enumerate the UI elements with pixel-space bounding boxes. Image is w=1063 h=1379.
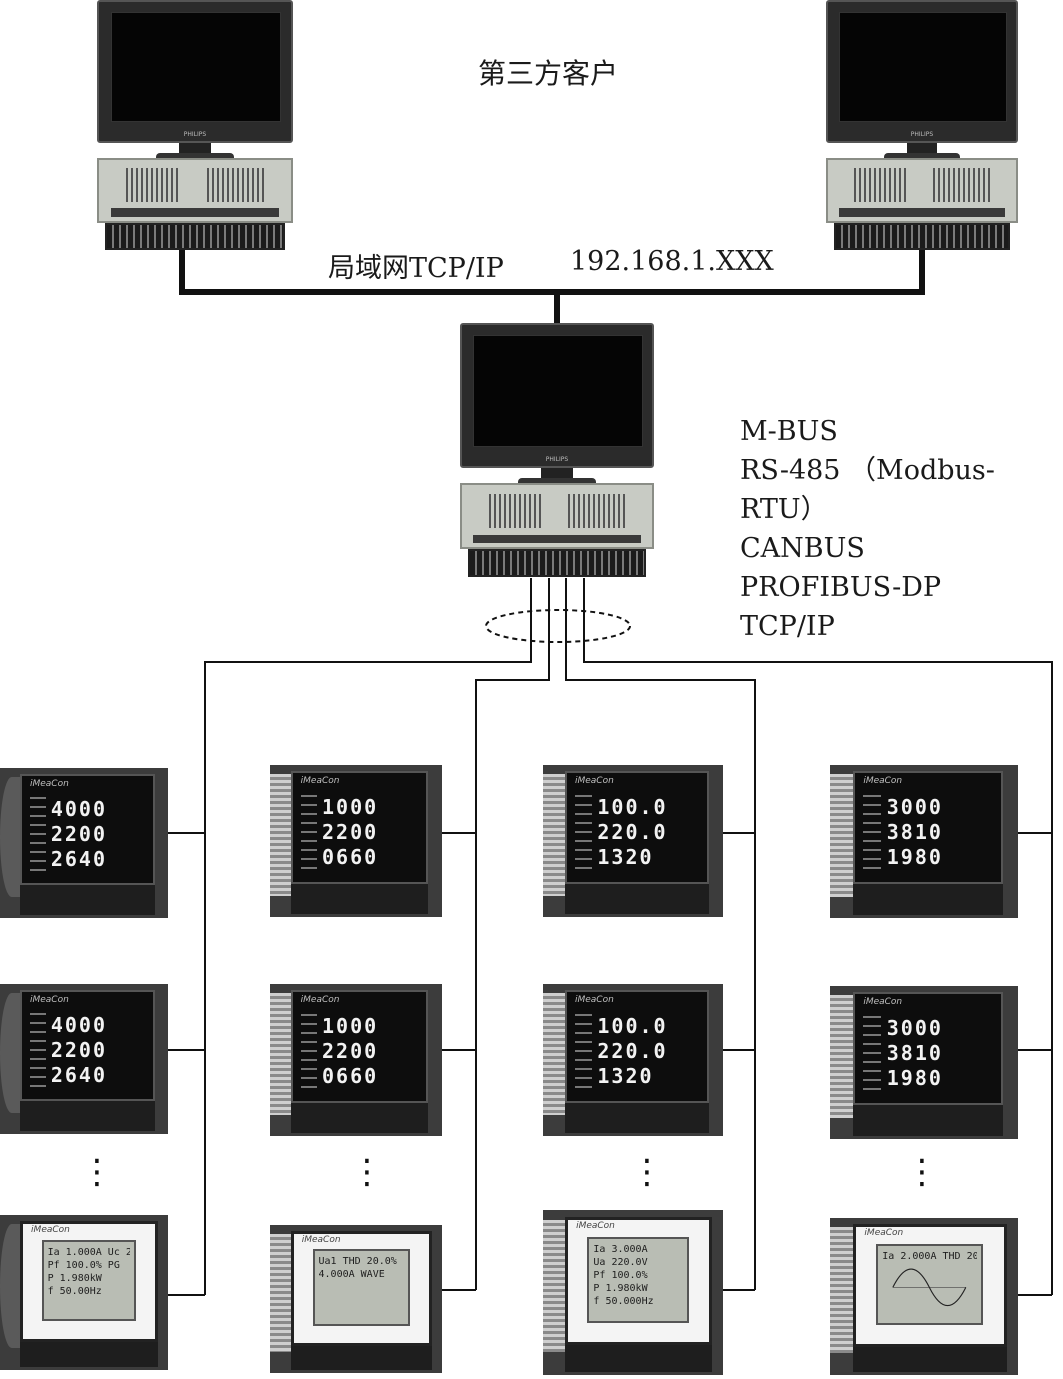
meter-reading: 0660 [322,1063,379,1088]
meter-reading: 4000 [50,797,107,822]
protocol-item: M-BUS [740,416,838,447]
protocol-list: M-BUS RS-485 （Modbus-RTU） CANBUS PROFIBU… [740,412,1063,646]
meter-brand: iMeaCon [576,1220,615,1231]
protocol-item: RS-485 （Modbus-RTU） [740,455,995,525]
ellipsis-col2: ⋮ [350,1152,384,1192]
monitor-brand: PHILIPS [910,130,934,138]
meter-lcd-col2: iMeaCon Ua1 THD 20.0% 4.000A WAVE [270,1225,442,1373]
meter-reading: 220.0 [597,1038,668,1063]
meter-led-col2-row2: iMeaCon 1000 2200 0660 [270,984,442,1136]
meter-brand: iMeaCon [574,776,614,787]
keyboard [467,549,647,577]
third-party-workstation-left: PHILIPS [97,0,293,250]
server-workstation: PHILIPS [460,323,654,577]
meter-reading: 1980 [886,1066,943,1091]
lcd-line: 4.000A WAVE [318,1269,385,1281]
meter-reading: 1320 [597,1063,654,1088]
third-party-workstation-right: PHILIPS [826,0,1018,250]
third-party-clients-label: 第三方客户 [478,57,619,90]
lcd-line: Ua1 THD 20.0% [318,1256,397,1268]
keyboard [833,222,1011,250]
protocol-item: PROFIBUS-DP [740,572,942,603]
meter-led-col1-row1: iMeaCon 4000 2200 2640 [0,768,168,918]
lcd-line: Ia 3.000A [593,1243,648,1255]
meter-reading: 2200 [50,1038,107,1062]
lcd-line: P 1.980kW [47,1273,102,1285]
meter-reading: 2640 [50,1062,107,1087]
meter-led-col3-row1: iMeaCon 100.0 220.0 1320 [543,765,723,917]
meter-brand: iMeaCon [301,1235,341,1245]
lcd-line: Ia 2.000A THD 20.0% [882,1250,977,1262]
meter-reading: 2200 [322,819,379,844]
bus-line-col4 [583,578,1053,1295]
keyboard [104,222,286,250]
meter-brand: iMeaCon [863,776,903,787]
bus-line-col1 [204,578,532,1295]
meter-reading: 1980 [886,845,943,870]
meter-reading: 4000 [50,1013,107,1038]
meter-reading: 220.0 [597,819,668,844]
meter-brand: iMeaCon [863,997,903,1008]
ellipsis-col3: ⋮ [630,1152,664,1192]
meter-reading: 3000 [886,794,943,819]
lcd-line: f 50.00Hz [47,1286,102,1298]
lcd-line: f 50.000Hz [593,1295,654,1307]
meter-led-col2-row1: iMeaCon 1000 2200 0660 [270,765,442,917]
meter-reading: 1000 [322,794,379,819]
meter-reading: 1000 [322,1013,379,1038]
meter-reading: 3000 [886,1015,943,1040]
lcd-line: Ia 1.000A Uc 220.0V [47,1247,131,1259]
lan-label: 局域网TCP/IP [328,253,504,284]
lcd-line: Ua 220.0V [593,1256,648,1268]
ellipsis-col1: ⋮ [80,1152,114,1192]
meter-reading: 2200 [50,822,107,846]
waveform-graph [892,1268,967,1306]
meter-reading: 1320 [597,844,654,869]
meter-led-col4-row1: iMeaCon 3000 3810 1980 [830,765,1018,918]
bus-line-col2 [475,578,550,1290]
meter-led-col1-row2: iMeaCon 4000 2200 2640 [0,984,168,1134]
lcd-line: P 1.980kW [593,1282,648,1294]
lcd-line: Pf 100.0% PG [47,1260,120,1272]
ip-address-label: 192.168.1.XXX [570,246,774,277]
bus-line-col3 [565,578,756,1290]
lan-bus-line [179,246,925,295]
meter-brand: iMeaCon [29,779,69,790]
ellipsis-col4: ⋮ [905,1152,939,1192]
meter-brand: iMeaCon [31,1225,70,1236]
meter-reading: 100.0 [597,1013,668,1038]
meter-reading: 2640 [50,846,107,871]
meter-lcd-col1: iMeaCon Ia 1.000A Uc 220.0V Pf 100.0% PG… [0,1215,168,1370]
lcd-line: Pf 100.0% [593,1269,648,1281]
monitor-brand: PHILIPS [545,455,569,463]
meter-reading: 100.0 [597,794,668,819]
meter-lcd-col3: iMeaCon Ia 3.000A Ua 220.0V Pf 100.0% P … [543,1210,723,1375]
monitor-brand: PHILIPS [183,130,207,138]
cable-bundle-ellipse [485,609,631,643]
meter-brand: iMeaCon [29,995,69,1006]
meter-reading: 3810 [886,820,943,845]
meter-reading: 0660 [322,844,379,869]
meter-lcd-col4: iMeaCon Ia 2.000A THD 20.0% [830,1218,1018,1375]
meter-reading: 2200 [322,1038,379,1063]
meter-brand: iMeaCon [300,776,340,787]
meter-brand: iMeaCon [574,995,614,1006]
protocol-item: CANBUS [740,533,865,564]
meter-led-col4-row2: iMeaCon 3000 3810 1980 [830,986,1018,1139]
meter-brand: iMeaCon [300,995,340,1006]
meter-led-col3-row2: iMeaCon 100.0 220.0 1320 [543,984,723,1136]
meter-brand: iMeaCon [864,1228,904,1239]
meter-reading: 3810 [886,1041,943,1066]
protocol-item: TCP/IP [740,611,835,642]
